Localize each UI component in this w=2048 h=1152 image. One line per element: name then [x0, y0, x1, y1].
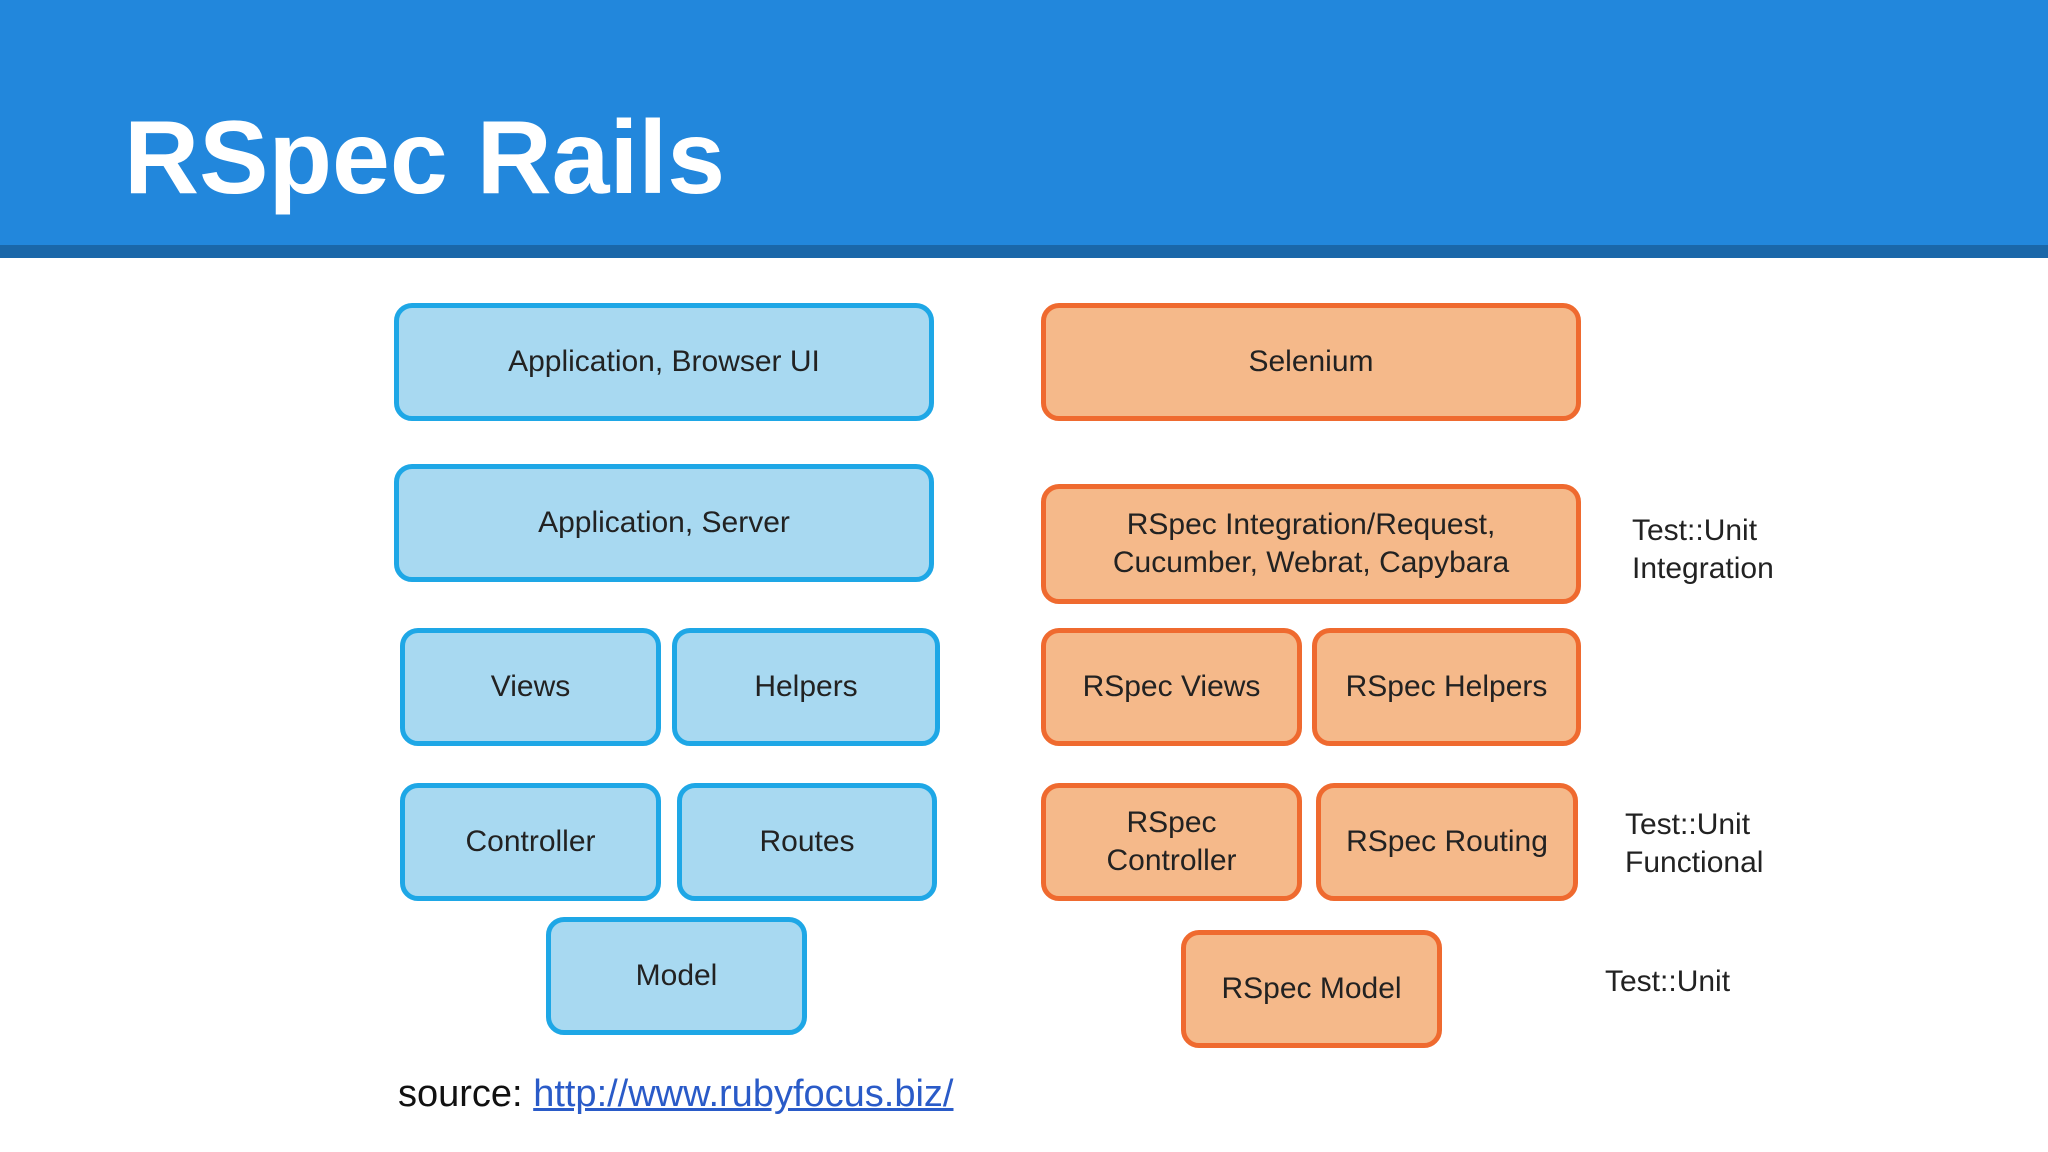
app-server-label: Application, Server [538, 506, 790, 539]
app-server-box: Application, Server [394, 464, 934, 582]
test-unit-label: Test::Unit [1605, 965, 1731, 998]
source-line: source: http://www.rubyfocus.biz/ [398, 1070, 953, 1118]
routes-box: Routes [677, 783, 937, 901]
rspec-routing-label: RSpec Routing [1346, 825, 1548, 858]
rspec-views-label: RSpec Views [1082, 670, 1261, 703]
rspec-controller-box: RSpec Controller [1041, 783, 1302, 901]
helpers-label: Helpers [754, 670, 858, 703]
model-label: Model [635, 959, 718, 992]
header-divider [0, 245, 2048, 258]
controller-box: Controller [400, 783, 661, 901]
controller-label: Controller [465, 825, 596, 858]
model-box: Model [546, 917, 807, 1035]
views-label: Views [490, 670, 571, 703]
rspec-controller-label: RSpec Controller [1106, 806, 1237, 877]
slide-header [0, 0, 2048, 245]
helpers-box: Helpers [672, 628, 940, 746]
test-unit-integration-label: Test::Unit Integration [1632, 514, 1774, 585]
source-link[interactable]: http://www.rubyfocus.biz/ [533, 1073, 954, 1115]
views-box: Views [400, 628, 661, 746]
slide-title: RSpec Rails [124, 100, 726, 216]
rspec-helpers-label: RSpec Helpers [1345, 670, 1548, 703]
routes-label: Routes [759, 825, 855, 858]
source-label: source: [398, 1073, 523, 1115]
rspec-routing-box: RSpec Routing [1316, 783, 1578, 901]
selenium-box: Selenium [1041, 303, 1581, 421]
rspec-helpers-box: RSpec Helpers [1312, 628, 1581, 746]
rspec-integration-box: RSpec Integration/Request, Cucumber, Web… [1041, 484, 1581, 604]
rspec-model-label: RSpec Model [1221, 972, 1402, 1005]
test-unit-functional-label: Test::Unit Functional [1625, 808, 1764, 879]
rspec-views-box: RSpec Views [1041, 628, 1302, 746]
selenium-label: Selenium [1248, 345, 1374, 378]
app-browser-ui-box: Application, Browser UI [394, 303, 934, 421]
app-browser-ui-label: Application, Browser UI [508, 345, 820, 378]
rspec-integration-label: RSpec Integration/Request, Cucumber, Web… [1112, 508, 1510, 579]
rspec-model-box: RSpec Model [1181, 930, 1442, 1048]
